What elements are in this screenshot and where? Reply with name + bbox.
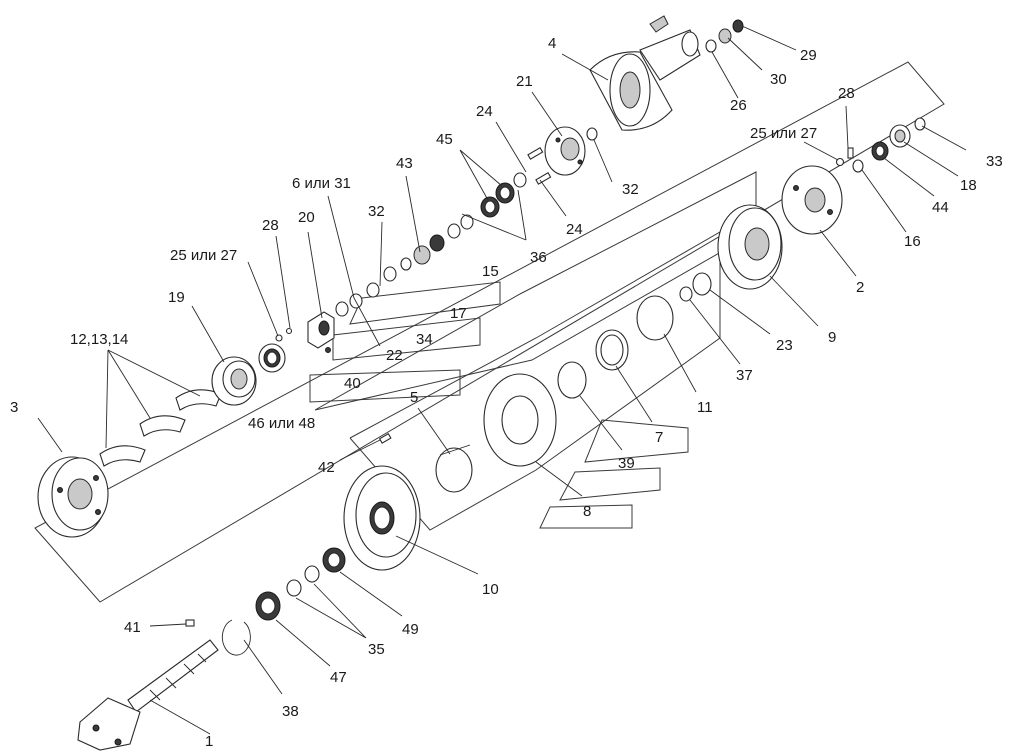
washer-25-left [275,327,293,342]
callout-25-left: 25 или 27 [170,247,237,264]
callout-33: 33 [986,153,1003,170]
callout-38: 38 [282,703,299,720]
callout-29: 29 [800,47,817,64]
callout-44: 44 [932,199,949,216]
pulley-10 [343,465,421,571]
callout-32-left: 32 [368,203,385,220]
callout-32-right: 32 [622,181,639,198]
callout-34: 34 [416,331,433,348]
callout-11: 11 [697,399,713,416]
callout-26: 26 [730,97,747,114]
flange-21 [544,126,586,176]
callout-19: 19 [168,289,185,306]
callout-25-right: 25 или 27 [750,125,817,142]
disk-8 [483,373,557,467]
flange-plate-2 [781,165,843,235]
callout-18: 18 [960,177,977,194]
parts [37,15,926,751]
callout-28-right: 28 [838,85,855,102]
callout-22: 22 [386,347,403,364]
leader-lines [37,25,967,735]
flange-housing-19 [211,356,257,406]
callout-20: 20 [298,209,315,226]
callout-labels: 1 2 3 4 5 6 или 31 7 8 9 10 11 12,13,14 … [10,35,1003,750]
callout-24-bottom: 24 [566,221,583,238]
key-42 [378,433,392,444]
callout-49: 49 [402,621,419,638]
sleeve-5 [435,444,473,493]
callout-17: 17 [450,305,467,322]
rings-35 [286,565,320,597]
callout-36: 36 [530,249,547,266]
bearing-49 [322,547,346,573]
callout-10: 10 [482,581,499,598]
callout-30: 30 [770,71,787,88]
callout-4: 4 [548,35,556,52]
housing-4 [589,15,701,131]
snap-ring-38 [221,619,251,656]
callout-6: 6 или 31 [292,175,351,192]
callout-21: 21 [516,73,533,90]
callout-12: 12,13,14 [70,331,128,348]
bearing-46 [258,343,286,373]
callout-1: 1 [205,733,213,750]
callout-3: 3 [10,399,18,416]
callout-15: 15 [482,263,499,280]
pin-41 [185,619,195,627]
rings-23-37 [679,272,712,302]
end-cover-3 [37,456,109,538]
shaft-1 [77,639,219,751]
ring-32 [586,127,598,141]
bracket-20 [307,311,335,353]
callout-7: 7 [655,429,663,446]
segments-12-13-14 [99,389,222,467]
callout-boxes [309,281,689,529]
callout-40: 40 [344,375,361,392]
callout-39: 39 [618,455,635,472]
construction-frame [34,61,945,603]
callout-2: 2 [856,279,864,296]
pins-24 [527,147,552,185]
callout-46: 46 или 48 [248,415,315,432]
callout-35: 35 [368,641,385,658]
washers-right [835,147,854,167]
bearing-47 [255,591,281,621]
ring-11 [636,295,674,341]
callout-9: 9 [828,329,836,346]
callout-41: 41 [124,619,141,636]
callout-23: 23 [776,337,793,354]
callout-45: 45 [436,131,453,148]
callout-8: 8 [583,503,591,520]
callout-24-top: 24 [476,103,493,120]
callout-5: 5 [410,389,418,406]
rings-right [852,117,926,173]
pulley-9 [717,204,783,290]
callout-43: 43 [396,155,413,172]
callout-42: 42 [318,459,335,476]
callout-16: 16 [904,233,921,250]
callout-28-left: 28 [262,217,279,234]
callout-47: 47 [330,669,347,686]
bushing-7 [595,329,629,371]
rings-upper-axis [335,172,527,317]
ring-39 [557,361,587,399]
callout-37: 37 [736,367,753,384]
